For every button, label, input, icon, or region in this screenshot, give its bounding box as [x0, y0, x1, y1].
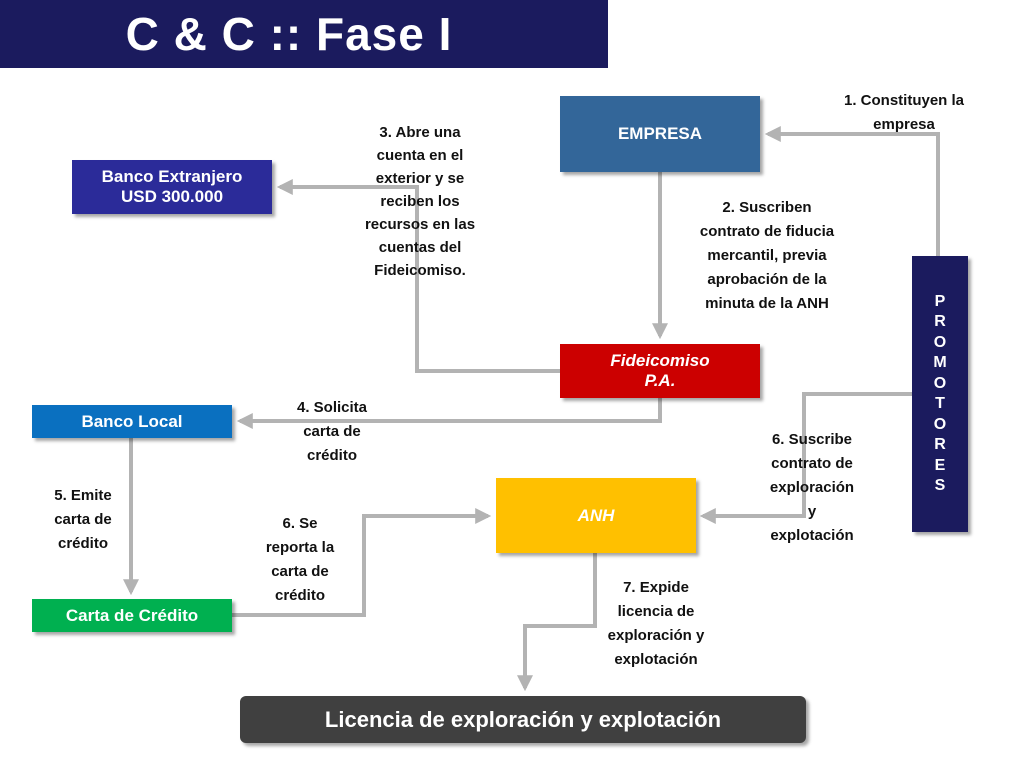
connector-anh-licencia — [517, 553, 597, 692]
step-1-label: 1. Constituyen la empresa — [816, 89, 992, 137]
step-6b-line: 6. Suscribe — [771, 431, 853, 448]
empresa-node: EMPRESA — [560, 96, 760, 172]
licencia-label: Licencia de exploración y explotación — [324, 706, 722, 732]
banco-extranjero-amount: USD 300.000 — [120, 187, 224, 206]
step-4-line: carta de — [303, 423, 361, 440]
connector-fideicomiso-banco-local — [236, 398, 662, 429]
step-3-line: cuentas del — [378, 239, 462, 256]
fideicomiso-label-line2: P.A. — [644, 371, 676, 390]
step-4-line: 4. Solicita — [296, 399, 368, 416]
licencia-node: Licencia de exploración y explotación — [240, 696, 806, 743]
connector-carta-anh — [232, 508, 492, 617]
step-4-label: 4. Solicita carta de crédito — [272, 396, 392, 468]
promotores-letter: E — [934, 456, 946, 474]
connector-promotores-empresa — [764, 126, 940, 256]
step-6b-label: 6. Suscribe contrato de exploración y ex… — [750, 428, 874, 548]
fideicomiso-node: Fideicomiso P.A. — [560, 344, 760, 398]
step-7-line: exploración y — [607, 627, 705, 644]
step-7-line: 7. Expide — [623, 579, 689, 596]
step-5-label: 5. Emite carta de crédito — [28, 484, 138, 556]
step-7-line: licencia de — [617, 603, 695, 620]
step-5-line: crédito — [57, 535, 108, 552]
carta-credito-label: Carta de Crédito — [65, 605, 199, 625]
step-5-line: 5. Emite — [54, 487, 112, 504]
promotores-letter: O — [933, 333, 947, 351]
step-2-line: aprobación de la — [707, 271, 827, 288]
step-4-line: crédito — [306, 447, 357, 464]
step-6b-line: y — [807, 503, 817, 520]
step-3-line: cuenta en el — [376, 147, 464, 164]
step-2-line: 2. Suscriben — [722, 199, 812, 216]
promotores-node: P R O M O T O R E S — [912, 256, 968, 532]
step-3-line: 3. Abre una — [379, 124, 461, 141]
banco-local-label: Banco Local — [81, 411, 183, 431]
promotores-letter: O — [933, 374, 947, 392]
banco-local-node: Banco Local — [32, 405, 232, 438]
step-7-label: 7. Expide licencia de exploración y expl… — [590, 576, 722, 672]
step-6b-line: contrato de — [771, 455, 853, 472]
promotores-letter: M — [933, 354, 947, 371]
step-2-line: mercantil, previa — [707, 247, 827, 264]
step-3-line: Fideicomiso. — [374, 262, 466, 279]
step-6a-line: 6. Se — [282, 515, 318, 532]
step-1-line: empresa — [873, 116, 935, 133]
empresa-label: EMPRESA — [617, 124, 703, 143]
promotores-letter: T — [935, 395, 945, 412]
banco-extranjero-node: Banco Extranjero USD 300.000 — [72, 160, 272, 214]
step-6a-line: reporta la — [265, 539, 335, 556]
anh-node: ANH — [496, 478, 696, 553]
promotores-letter: R — [934, 436, 946, 453]
promotores-letter: O — [933, 415, 947, 433]
step-2-line: contrato de fiducia — [699, 223, 835, 240]
carta-credito-node: Carta de Crédito — [32, 599, 232, 632]
step-5-line: carta de — [54, 511, 112, 528]
step-6a-line: crédito — [274, 587, 325, 604]
step-6b-line: exploración — [769, 479, 855, 496]
step-2-label: 2. Suscriben contrato de fiducia mercant… — [672, 196, 862, 316]
connector-fideicomiso-banco-extranjero — [276, 179, 560, 373]
step-3-line: exterior y se — [375, 170, 465, 187]
step-6a-label: 6. Se reporta la carta de crédito — [245, 512, 355, 608]
step-3-line: recursos en las — [364, 216, 476, 233]
promotores-letter: R — [934, 313, 946, 330]
promotores-letter: S — [934, 477, 946, 494]
step-6a-line: carta de — [271, 563, 329, 580]
page-title: C & C :: Fase I — [125, 8, 453, 60]
step-2-line: minuta de la ANH — [705, 295, 829, 312]
fideicomiso-label-line1: Fideicomiso — [610, 351, 710, 370]
step-7-line: explotación — [614, 651, 698, 668]
step-6b-line: explotación — [770, 527, 854, 544]
step-1-line: 1. Constituyen la — [843, 92, 965, 109]
title-bar: C & C :: Fase I — [0, 0, 608, 68]
promotores-letter: P — [934, 292, 946, 310]
connector-promotores-anh — [699, 392, 912, 524]
step-3-label: 3. Abre una cuenta en el exterior y se r… — [340, 121, 500, 282]
banco-extranjero-name: Banco Extranjero — [101, 167, 243, 186]
anh-label: ANH — [577, 505, 615, 525]
step-3-line: reciben los — [380, 193, 460, 210]
